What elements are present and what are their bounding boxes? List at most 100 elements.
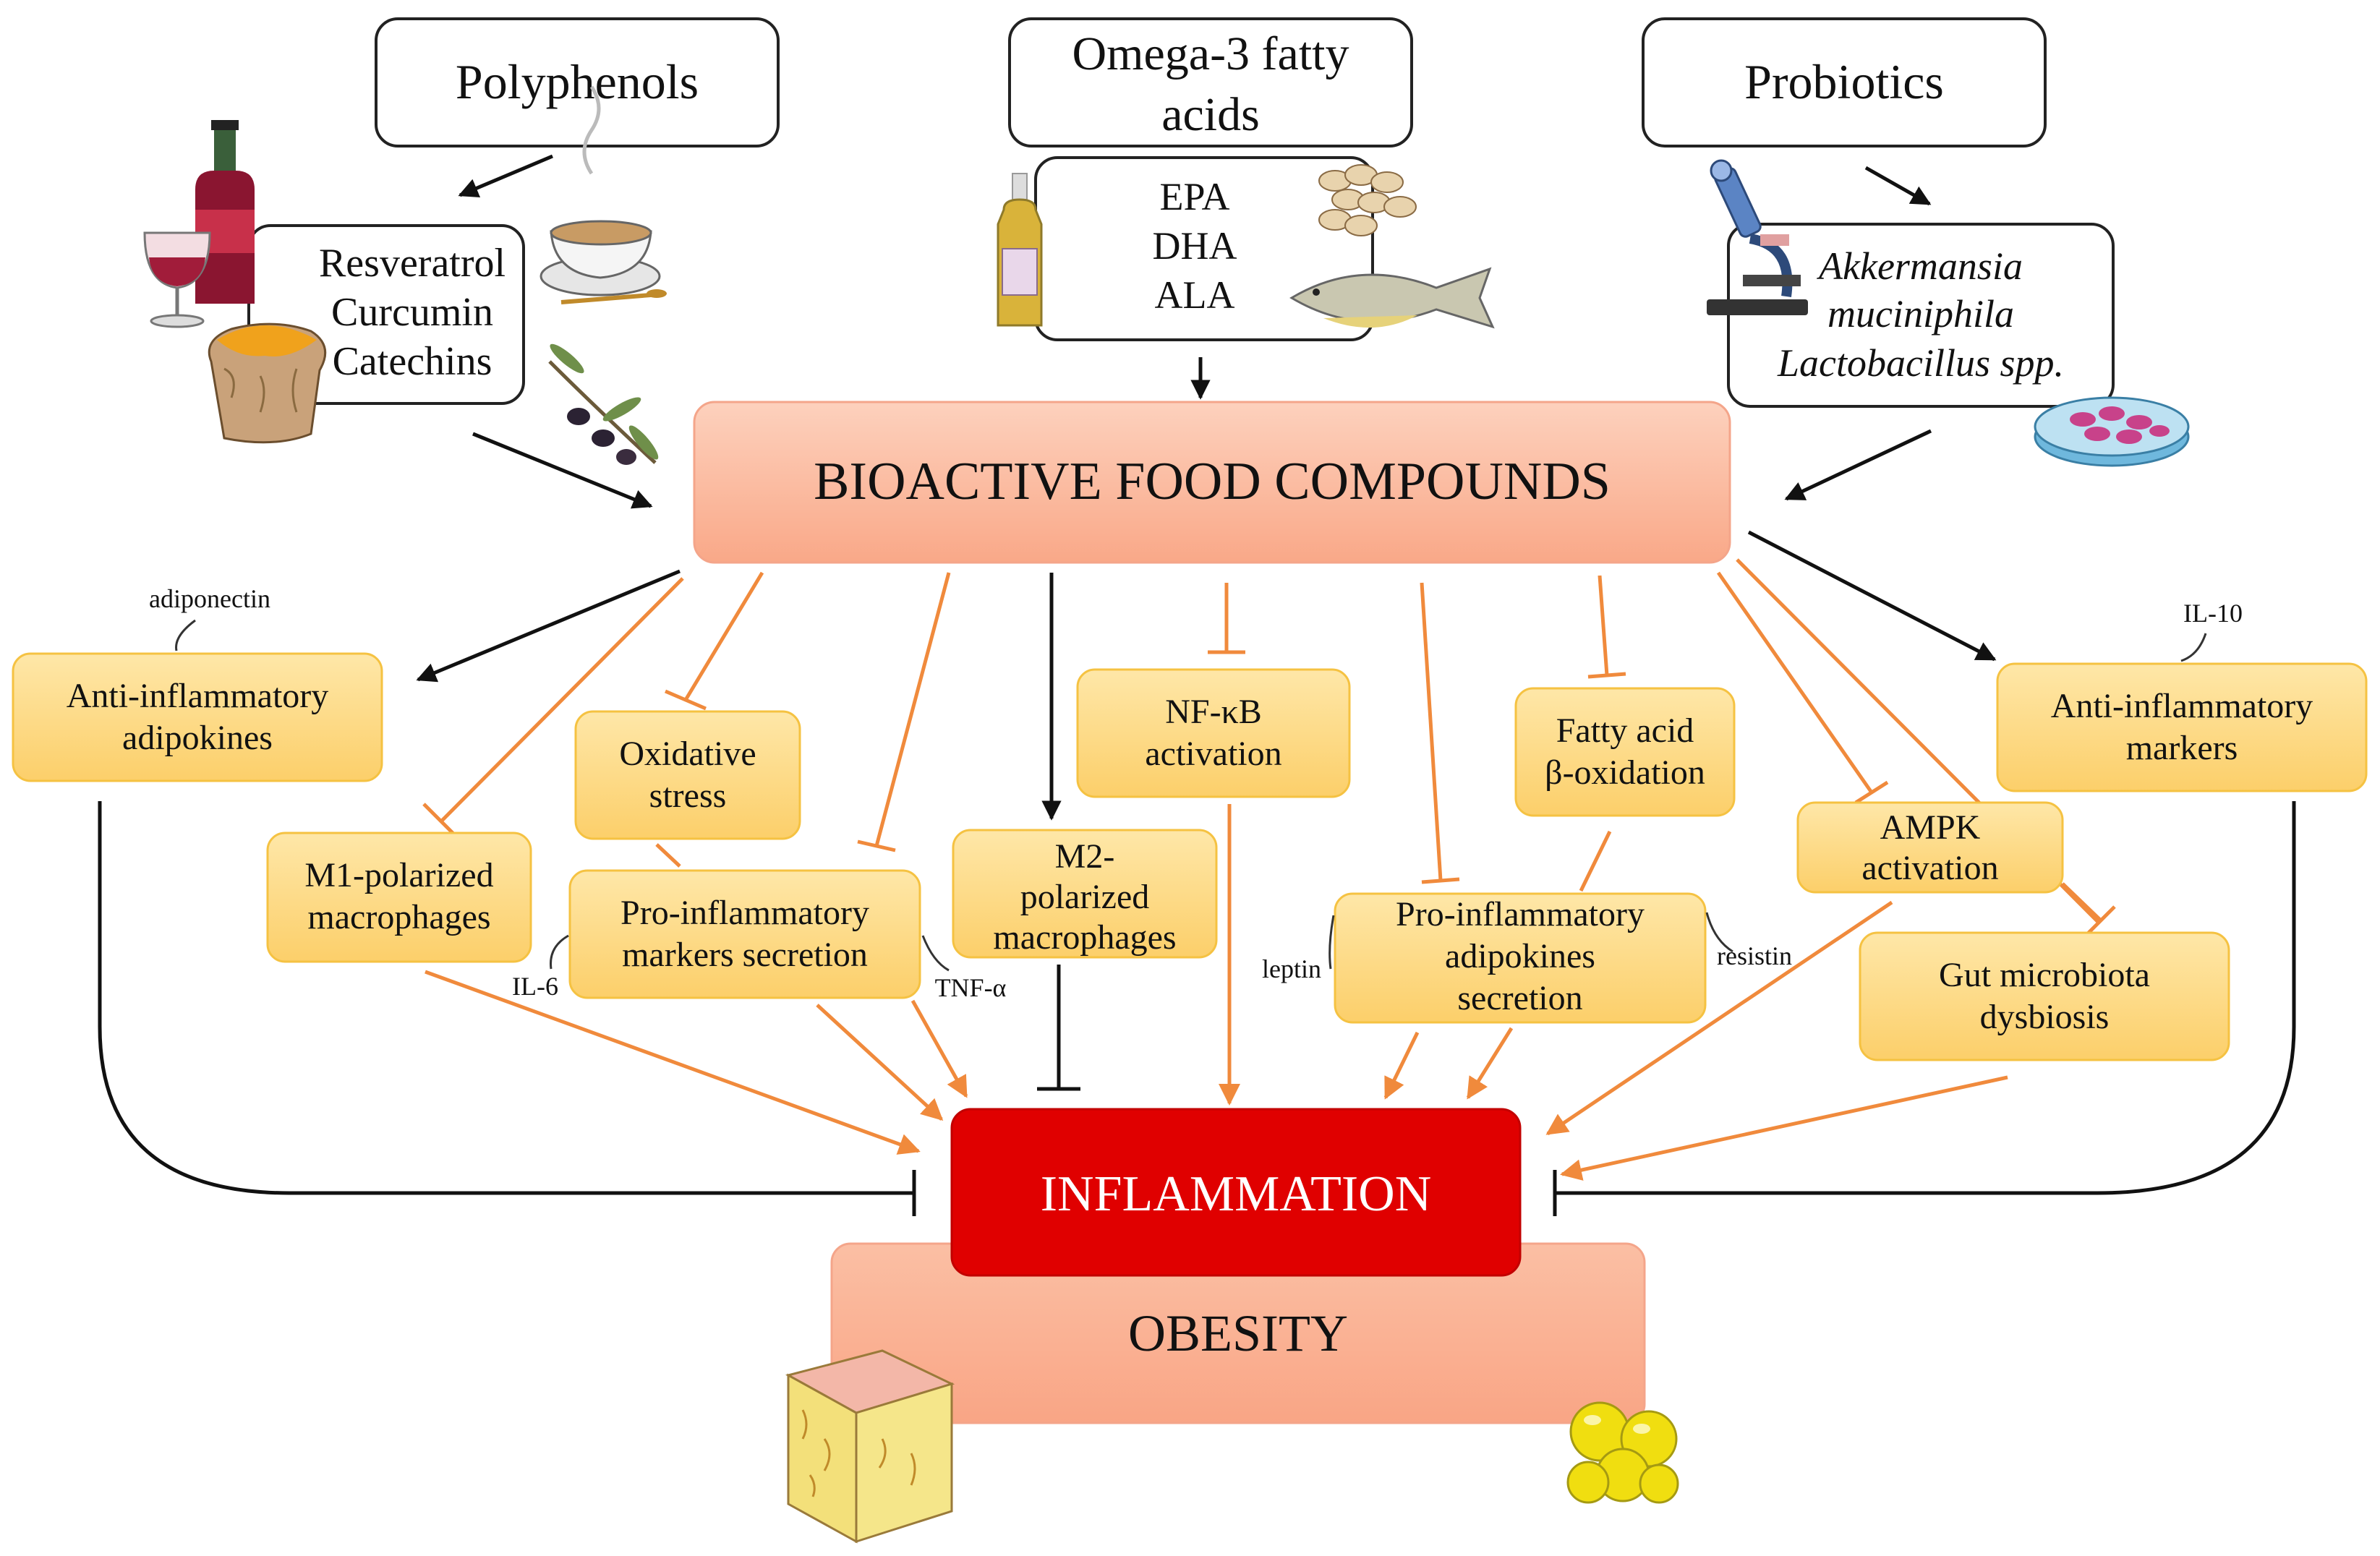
omega3-title-box	[1008, 17, 1413, 148]
bioactive-compounds-label: BIOACTIVE FOOD COMPOUNDS	[814, 452, 1611, 511]
inhibit-pro-adipokines-line	[1420, 582, 1443, 881]
arrow-ampk-inflammation	[1545, 900, 1893, 1136]
il10-connector	[2180, 633, 2207, 662]
m2-label: polarized	[1020, 878, 1150, 916]
anti-markers-label: markers	[2126, 729, 2238, 767]
adiponectin-annotation: adiponectin	[149, 584, 270, 613]
fat-cells-icon	[1566, 1401, 1679, 1504]
arrow-pro-markers-inflammation-2	[910, 999, 968, 1098]
m1-label: M1-polarized	[304, 856, 493, 894]
inhibit-anti-adipokines-path	[98, 801, 913, 1195]
inhibit-oxidative-line	[683, 571, 764, 701]
adipose-tissue-icon	[785, 1349, 955, 1544]
pro-adipokines-label: Pro-inflammatory	[1396, 895, 1645, 933]
arrow-to-anti-adipokines	[416, 569, 681, 683]
adiponectin-connector	[175, 619, 196, 651]
microscope-icon	[1707, 159, 1808, 315]
anti-adipokines-label: Anti-inflammatory	[67, 677, 329, 715]
tnf-annotation: TNF-α	[935, 973, 1007, 1002]
probiotics-item: Lactobacillus spp.	[1777, 341, 2064, 385]
probiotics-item: Akkermansia	[1817, 244, 2023, 288]
polyphenols-item: Curcumin	[331, 290, 493, 335]
fatty-acid-label: Fatty acid	[1556, 711, 1694, 750]
oxidative-box	[574, 710, 801, 840]
effect-boxes: Anti-inflammatory adipokines adiponectin…	[12, 584, 2368, 1061]
inhibit-ampk-line	[1716, 571, 1874, 794]
arrow-pro-adipokines-inflammation-2	[1466, 1027, 1514, 1100]
il6-connector	[550, 934, 569, 970]
inhibit-ampk-bar	[1854, 780, 1889, 805]
il10-annotation: IL-10	[2183, 599, 2243, 628]
arrow-polyphenols-center	[472, 432, 653, 509]
fatty-acid-label: β-oxidation	[1545, 753, 1705, 792]
inhibit-fatty-acid-bar	[1587, 672, 1626, 679]
pro-adipokines-box	[1334, 892, 1707, 1024]
anti-adipokines-label: adipokines	[122, 719, 273, 757]
m1-box	[266, 832, 532, 963]
arrow-probiotics-title	[1864, 166, 1932, 206]
oxidative-label: stress	[649, 777, 727, 815]
oxidative-label: Oxidative	[619, 735, 756, 773]
arrow-m1-inflammation	[425, 970, 921, 1155]
ampk-label: AMPK	[1880, 808, 1981, 847]
omega3-item: EPA	[1159, 175, 1229, 218]
probiotics-title-box	[1642, 17, 2047, 148]
inflammation-box	[950, 1108, 1522, 1277]
probiotics-group: Probiotics Akkermansia muciniphila Lacto…	[1642, 17, 2115, 408]
tnf-connector	[921, 935, 950, 972]
omega3-title-line: acids	[1161, 88, 1260, 141]
to-inflammation-arrows	[98, 801, 2296, 1216]
petri-dish-icon	[2034, 396, 2190, 467]
inhibit-pro-markers-bar	[857, 839, 896, 852]
inhibit-m1-line	[440, 577, 684, 823]
inhibit-pro-adipokines-bar	[1421, 877, 1460, 884]
ampk-label: activation	[1861, 849, 1998, 887]
pro-markers-box	[568, 869, 921, 999]
m2-label: macrophages	[993, 918, 1176, 957]
omega3-item: DHA	[1153, 224, 1237, 268]
polyphenols-title-box	[375, 17, 780, 148]
inhibit-fatty-acid-line	[1598, 575, 1609, 676]
anti-adipokines-box	[12, 652, 383, 782]
arrow-probiotics-center	[1784, 429, 1932, 501]
obesity-label: OBESITY	[1128, 1304, 1348, 1362]
arrow-polyphenols-title	[458, 154, 553, 198]
il6-annotation: IL-6	[512, 972, 558, 1001]
pro-adipokines-label: secretion	[1457, 979, 1582, 1017]
fatty-acid-to-pro-adipokines	[1579, 830, 1612, 892]
gut-label: dysbiosis	[1980, 998, 2110, 1036]
polyphenols-item: Catechins	[333, 339, 492, 384]
nfkb-label: NF-κB	[1165, 693, 1262, 731]
omega3-title-line: Omega-3 fatty	[1072, 27, 1349, 80]
inhibit-pro-markers-line	[874, 572, 951, 847]
arrow-pro-adipokines-inflammation-1	[1383, 1031, 1420, 1100]
m2-box	[952, 829, 1218, 959]
nfkb-box	[1076, 668, 1351, 798]
nuts-icon	[1318, 164, 1417, 236]
fatty-acid-box	[1514, 687, 1736, 817]
olive-branch-icon	[548, 343, 659, 465]
pro-markers-label: markers secretion	[622, 936, 868, 974]
pro-adipokines-label: adipokines	[1445, 937, 1595, 975]
coffee-cup-icon	[539, 85, 667, 304]
polyphenols-item: Resveratrol	[319, 241, 506, 286]
pro-markers-label: Pro-inflammatory	[620, 894, 869, 932]
m1-label: macrophages	[307, 898, 490, 936]
m2-label: M2-	[1055, 837, 1115, 876]
polyphenols-title: Polyphenols	[456, 54, 699, 109]
leptin-annotation: leptin	[1262, 954, 1321, 983]
oxidative-to-pro-markers	[655, 843, 681, 868]
ampk-box	[1796, 801, 2064, 894]
wine-bottle-icon	[195, 120, 255, 304]
inflammation-label: INFLAMMATION	[1041, 1166, 1432, 1222]
wine-glass-icon	[143, 231, 211, 328]
spice-sack-icon	[208, 322, 327, 444]
fish-icon	[1289, 267, 1495, 329]
resistin-annotation: resistin	[1717, 941, 1792, 970]
arrow-gut-inflammation	[1560, 1075, 2008, 1181]
resistin-connector	[1705, 912, 1733, 953]
gut-box	[1859, 931, 2230, 1061]
probiotics-item: muciniphila	[1827, 292, 2014, 335]
nfkb-label: activation	[1145, 735, 1281, 773]
